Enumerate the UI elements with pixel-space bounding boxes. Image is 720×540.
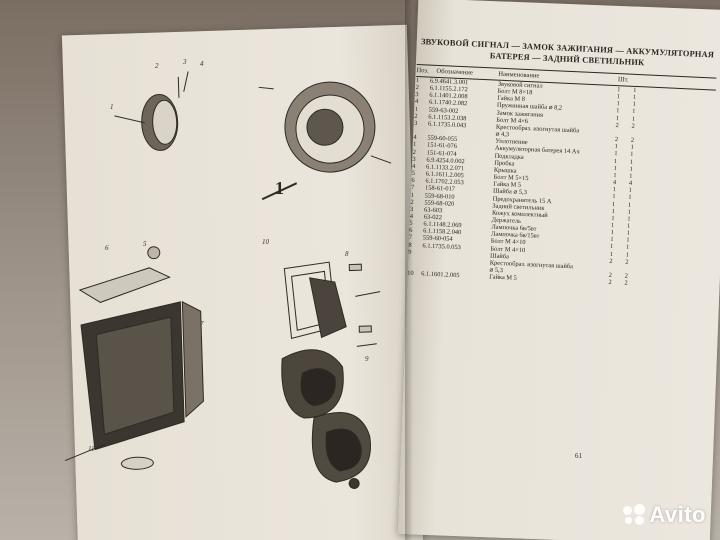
callout: 6: [105, 244, 109, 252]
ignition-lock-drawing: [258, 81, 392, 201]
callout: 9: [365, 355, 369, 363]
parts-list: ЗВУКОВОЙ СИГНАЛ — ЗАМОК ЗАЖИГАНИЯ — АККУ…: [407, 36, 718, 291]
cell-q1: 2: [608, 279, 612, 287]
callout: 3: [183, 58, 187, 66]
callout: 5: [143, 240, 147, 248]
tail-light-drawing: [281, 261, 381, 490]
page-number: 61: [575, 452, 582, 460]
avito-wordmark: Avito: [649, 502, 706, 527]
figure-number: 1: [275, 178, 284, 198]
header-pos: Поз.: [416, 66, 429, 75]
cell-q2: 2: [624, 279, 628, 287]
header-name: Наименование: [498, 70, 540, 80]
callout: 8: [345, 250, 349, 258]
cell-pos: 10: [407, 269, 414, 278]
callout: 10: [262, 238, 269, 246]
header-qty: Шт.: [617, 76, 629, 84]
callout: 4: [200, 60, 204, 68]
avito-logo-icon: [623, 504, 646, 526]
battery-drawing: [65, 246, 204, 470]
callout: 7: [200, 320, 204, 328]
avito-watermark: Avito: [623, 502, 706, 528]
callout: 1: [110, 103, 114, 111]
book-spine: [405, 0, 413, 540]
callout: 11: [88, 445, 95, 453]
callout: 2: [155, 62, 159, 70]
header-designation: Обозначение: [436, 67, 473, 77]
horn-drawing: [114, 71, 189, 151]
